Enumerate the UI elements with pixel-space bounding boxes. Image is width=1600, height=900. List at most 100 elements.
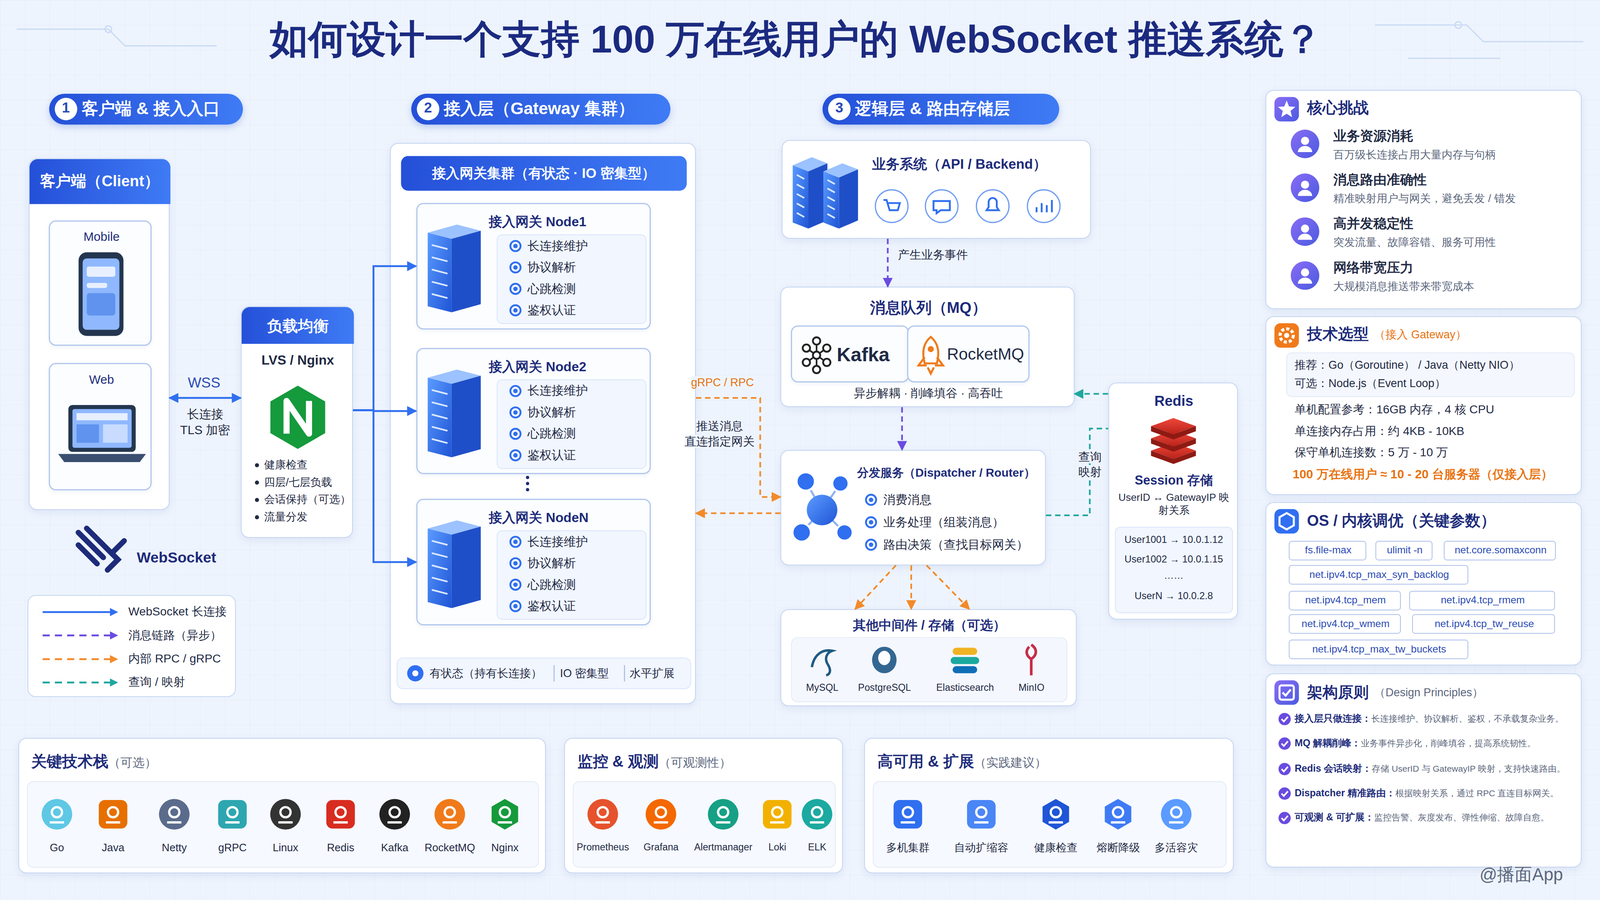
connector [695,397,781,498]
business-system: 业务系统（API / Backend） [781,140,1091,240]
text-slot: 接入网关 Node2 [488,358,648,376]
check-dot [510,240,521,251]
phone-ui [86,266,116,277]
tech-icon [333,821,348,824]
server-slat [827,188,835,193]
node-heading: net.core.somaxconn [1454,544,1547,556]
legend-row: 内部 RPC / gRPC [28,650,237,669]
dispatch-icon [796,472,815,491]
elastic-logo [950,657,980,665]
text-slot: Session 存储 [1109,472,1239,489]
node-text: 消费消息 [883,492,932,507]
node-text: User1002 → 10.0.1.15 [1124,553,1223,565]
connector-path [901,407,903,450]
node-text: （接入 Gateway） [1374,328,1467,341]
tech-icon [655,807,666,818]
node-text: 鉴权认证 [527,598,576,613]
kafka-logo [812,337,820,345]
server-slat [796,193,805,198]
text-slot: OS / 内核调优（关键参数） [1307,510,1575,531]
param-chip: net.ipv4.tcp_max_syn_backlog [1288,565,1469,585]
node-text: （实践建议） [974,755,1047,770]
server-slat [827,213,835,218]
node-text: …… [1164,570,1184,581]
node-heading: Redis [1154,392,1193,409]
node-heading: 核心挑战 [1307,99,1369,117]
text-slot: RocketMQ [947,343,1029,365]
node-text: 逻辑层 & 路由存储层 [855,98,1010,118]
text-slot: 接入层（Gateway 集群） [443,97,669,120]
label-slot: @播面App [1479,863,1592,886]
text-slot: Elasticsearch [922,681,1008,694]
tech-icon [280,807,291,818]
client-panel: 客户端（Client）MobileWeb [28,158,170,511]
header-band [400,155,687,191]
text-slot: Alertmanager [691,840,755,854]
text-slot: UserID ↔ GatewayIP 映射关系 [1114,490,1234,518]
separator [553,665,555,682]
connector-path [1074,392,1109,395]
panel-icon [1277,100,1296,118]
text-slot: 消息路由准确性 [1333,171,1575,189]
server-icon [451,526,481,609]
node-text: 网络带宽压力 [1333,260,1414,275]
tech-icon [491,798,519,830]
tech-icon [902,807,913,818]
node-text: MySQL [806,682,839,693]
check-dot [869,497,874,503]
separator [623,665,625,682]
text-slot: 逻辑层 & 路由存储层 [855,97,1058,120]
node-heading: 负载均衡 [267,317,329,335]
check-icon [1278,762,1291,775]
legend-text: 消息链路（异步） [128,628,222,642]
check-dot [510,305,521,315]
text-slot: 3 [827,98,851,118]
tech-icon [976,807,987,818]
connector [352,410,416,562]
redis-store: RedisSession 存储UserID ↔ GatewayIP 映射关系 Us… [1108,382,1238,620]
edge-label: 查询 映射 [1078,450,1102,479]
node-text: 推荐：Go（Goroutine） / Java（Netty NIO） [1294,358,1520,372]
tech-icon [98,800,128,829]
laptop-ui [76,413,128,421]
text-slot: …… [1112,569,1236,583]
text-slot: Go [28,840,86,855]
tech-icon [1112,807,1123,818]
text-slot: 接入网关集群（有状态 · IO 密集型） [400,164,687,183]
text-slot: 自动扩缩容 [947,840,1016,855]
connector [352,410,416,411]
redis-logo [1150,438,1196,453]
tech-icon [326,800,355,829]
legend-line [42,657,110,660]
node-text: Linux [272,841,299,854]
text-slot: 心跳检测 [527,425,642,442]
tech-icon [762,800,792,829]
tech-icon [597,807,608,818]
node-text: 单连接内存占用：约 4KB - 10KB [1294,424,1465,438]
node-text: 自动扩缩容 [954,841,1009,854]
node-text: Nginx [491,841,519,854]
node-heading: net.ipv4.tcp_wmem [1301,617,1390,630]
server-slat [431,565,448,570]
node-text: 鉴权认证 [527,447,576,462]
text-slot: 鉴权认证 [527,447,642,463]
tech-icon [379,798,410,830]
text-slot: 架构原则 [1307,682,1375,703]
watermark: @播面App [1479,864,1563,885]
node-text: 百万级长连接占用大量内存与句柄 [1333,148,1496,161]
node-text: 高并发稳定性 [1333,215,1414,231]
check-dot [510,536,521,547]
connector-path [855,565,896,610]
server-slat [796,184,805,189]
text-slot: 四层/七层负载 [264,475,353,490]
server-slat [431,426,448,431]
text-slot: 长连接维护 [527,533,642,550]
node-text: 精准映射用户与网关，避免丢发 / 错发 [1333,192,1516,205]
phone [78,252,124,336]
node-heading: OS / 内核调优（关键参数） [1307,512,1497,530]
text-slot: 可观测 & 可扩展：监控告警、灰度发布、弹性伸缩、故障自愈。 [1294,810,1581,824]
text-slot: 消息链路（异步） [128,627,235,643]
text-slot: 可选：Node.js（Event Loop） [1294,376,1573,391]
text-slot: Netty [145,840,203,855]
node-text: 心跳检测 [527,577,576,592]
